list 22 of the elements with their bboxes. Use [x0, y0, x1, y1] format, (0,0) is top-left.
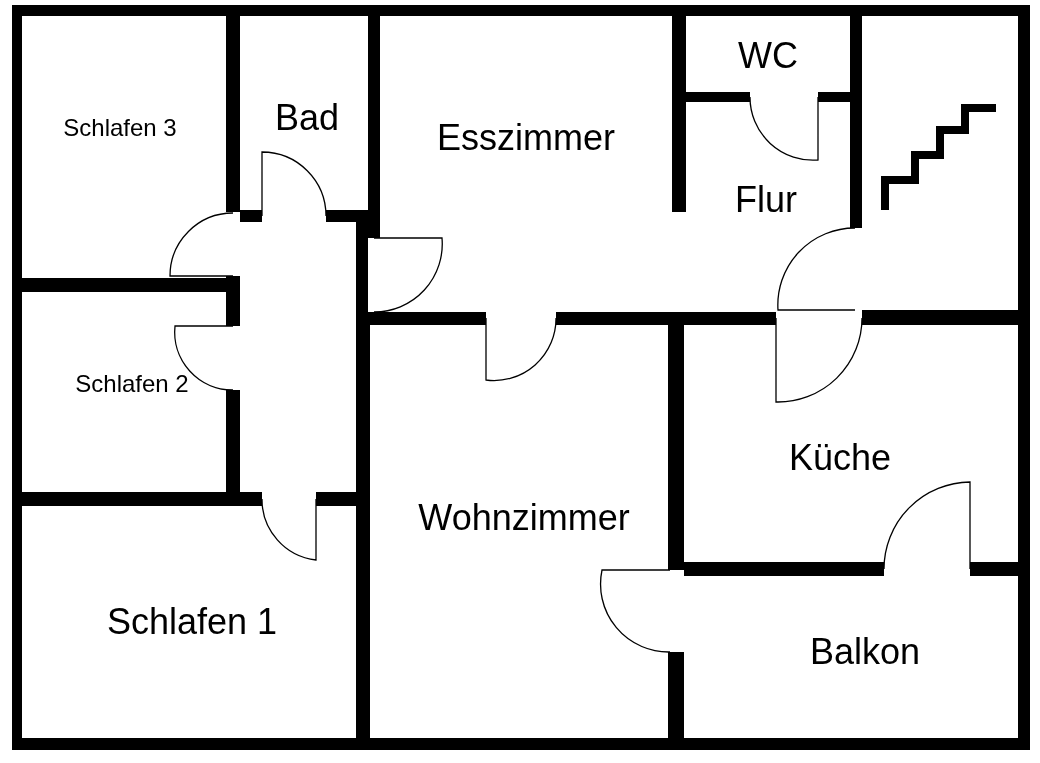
room	[22, 16, 226, 278]
room-label: WC	[738, 36, 798, 76]
room	[22, 292, 226, 492]
room	[370, 325, 668, 738]
room	[686, 16, 850, 92]
room	[684, 576, 1018, 738]
room	[684, 325, 1018, 562]
room-label: Flur	[735, 180, 797, 220]
room	[686, 102, 850, 312]
room-label: Schlafen 1	[106, 602, 278, 642]
room-label: Küche	[788, 438, 892, 478]
room-label: Balkon	[809, 632, 921, 672]
room-label: Schlafen 3	[63, 114, 177, 142]
room-label: Bad	[274, 98, 340, 138]
stair-room	[862, 16, 1018, 310]
room-label: Schlafen 2	[75, 370, 189, 398]
room	[22, 506, 356, 738]
room-label: Esszimmer	[437, 118, 615, 158]
room	[380, 16, 672, 312]
room	[240, 16, 368, 210]
room-label: Wohnzimmer	[418, 498, 630, 538]
corridor	[240, 222, 356, 492]
